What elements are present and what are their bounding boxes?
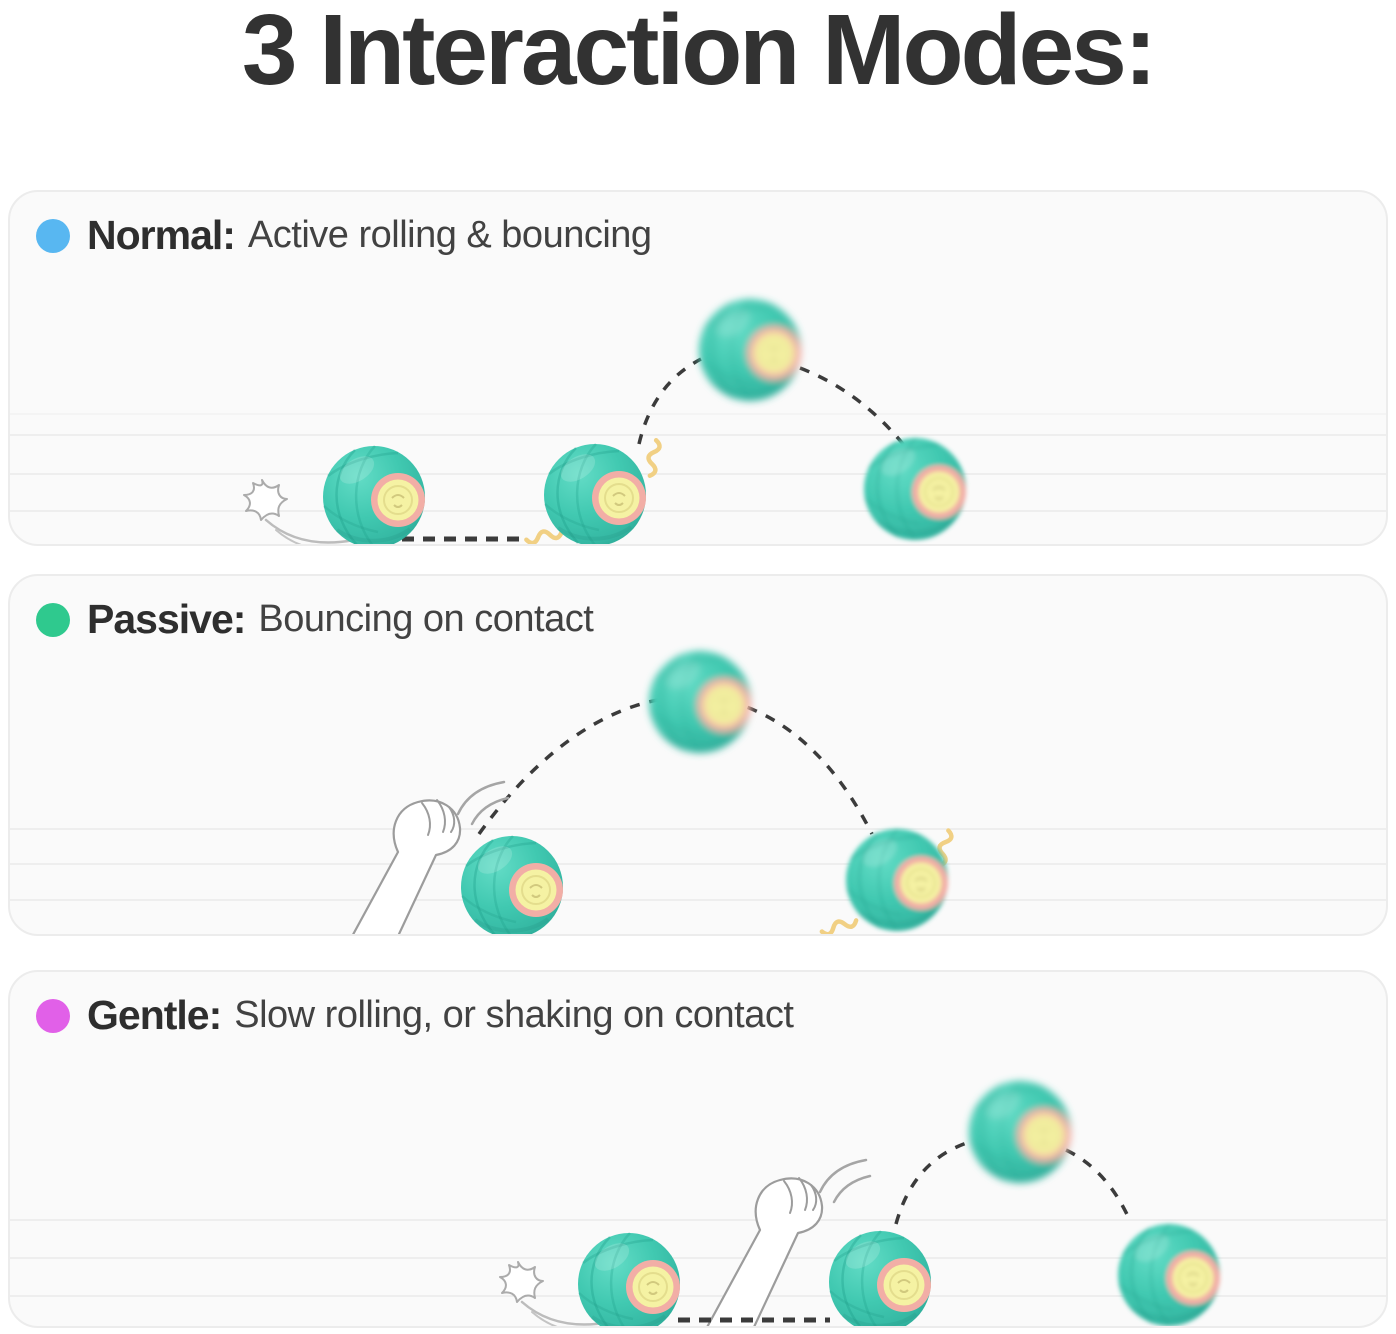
mode-name: Normal: [87, 212, 236, 258]
cat-paw-icon [697, 1176, 824, 1326]
vibration-icon [645, 439, 660, 476]
vibration-icon [820, 916, 857, 934]
pet-ball [576, 1231, 682, 1326]
gentle-mode-illustration [10, 1079, 1386, 1326]
mode-header: Passive: Bouncing on contact [36, 596, 594, 643]
pet-ball-bouncing [697, 297, 803, 403]
pet-ball-bouncing [647, 649, 753, 755]
page-title: 3 Interaction Modes: [241, 0, 1157, 106]
pet-ball-bouncing [862, 436, 968, 542]
mode-card-gentle: Gentle: Slow rolling, or shaking on cont… [8, 970, 1388, 1328]
mode-description: Active rolling & bouncing [247, 214, 652, 256]
pet-ball-bouncing [967, 1079, 1073, 1185]
mode-color-dot [36, 602, 70, 637]
vibration-icon [525, 528, 562, 544]
bounce-trajectory-down [1065, 1148, 1133, 1224]
cat-paw-icon [335, 798, 462, 934]
passive-mode-illustration [10, 649, 1386, 934]
mode-description: Bouncing on contact [258, 598, 594, 640]
mode-card-normal: Normal: Active rolling & bouncing [8, 190, 1388, 546]
bounce-trajectory-up [637, 357, 702, 445]
pet-ball [321, 444, 427, 544]
bounce-trajectory-up [894, 1139, 974, 1225]
mode-description: Slow rolling, or shaking on contact [234, 994, 794, 1036]
paw-motion-lines [818, 1158, 872, 1204]
mode-name: Passive: [87, 596, 246, 642]
bounce-trajectory-down [799, 366, 909, 451]
mode-header: Normal: Active rolling & bouncing [36, 212, 652, 259]
pet-ball [542, 442, 648, 544]
mode-name: Gentle: [87, 992, 222, 1038]
paw-motion-lines [456, 780, 510, 826]
mode-color-dot [36, 998, 70, 1033]
mode-header: Gentle: Slow rolling, or shaking on cont… [36, 992, 794, 1039]
mode-color-dot [36, 218, 70, 253]
pet-ball [827, 1229, 933, 1326]
pet-ball-bouncing [844, 827, 950, 933]
wall-lines [10, 413, 1386, 512]
pet-ball-bouncing [1116, 1222, 1222, 1326]
wall-lines [10, 828, 1386, 901]
normal-mode-illustration [10, 297, 1386, 544]
mode-card-passive: Passive: Bouncing on contact [8, 574, 1388, 936]
pet-ball [459, 834, 565, 934]
